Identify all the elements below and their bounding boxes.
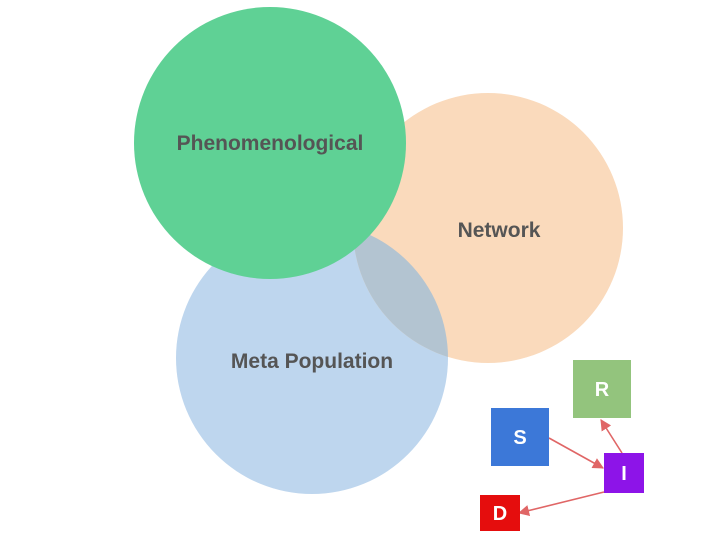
phenomenological-circle <box>134 7 406 279</box>
arrow-i-to-d <box>517 491 605 517</box>
node-i-box <box>604 453 644 493</box>
node-s: S <box>491 408 549 466</box>
network-label: Network <box>458 219 541 242</box>
node-s-label: S <box>513 427 526 449</box>
node-d-label: D <box>493 503 507 525</box>
arrow-s-to-i <box>548 437 604 469</box>
node-d: D <box>480 495 520 531</box>
node-i-label: I <box>621 463 627 485</box>
node-r: R <box>573 360 631 418</box>
node-d-box <box>480 495 520 531</box>
arrow-i-to-r <box>600 419 623 454</box>
node-r-label: R <box>595 379 610 401</box>
node-s-box <box>491 408 549 466</box>
node-r-box <box>573 360 631 418</box>
meta-population-label: Meta Population <box>231 350 393 373</box>
node-i: I <box>604 453 644 493</box>
meta-network-overlap <box>353 222 448 363</box>
phenomenological-label: Phenomenological <box>177 132 364 155</box>
